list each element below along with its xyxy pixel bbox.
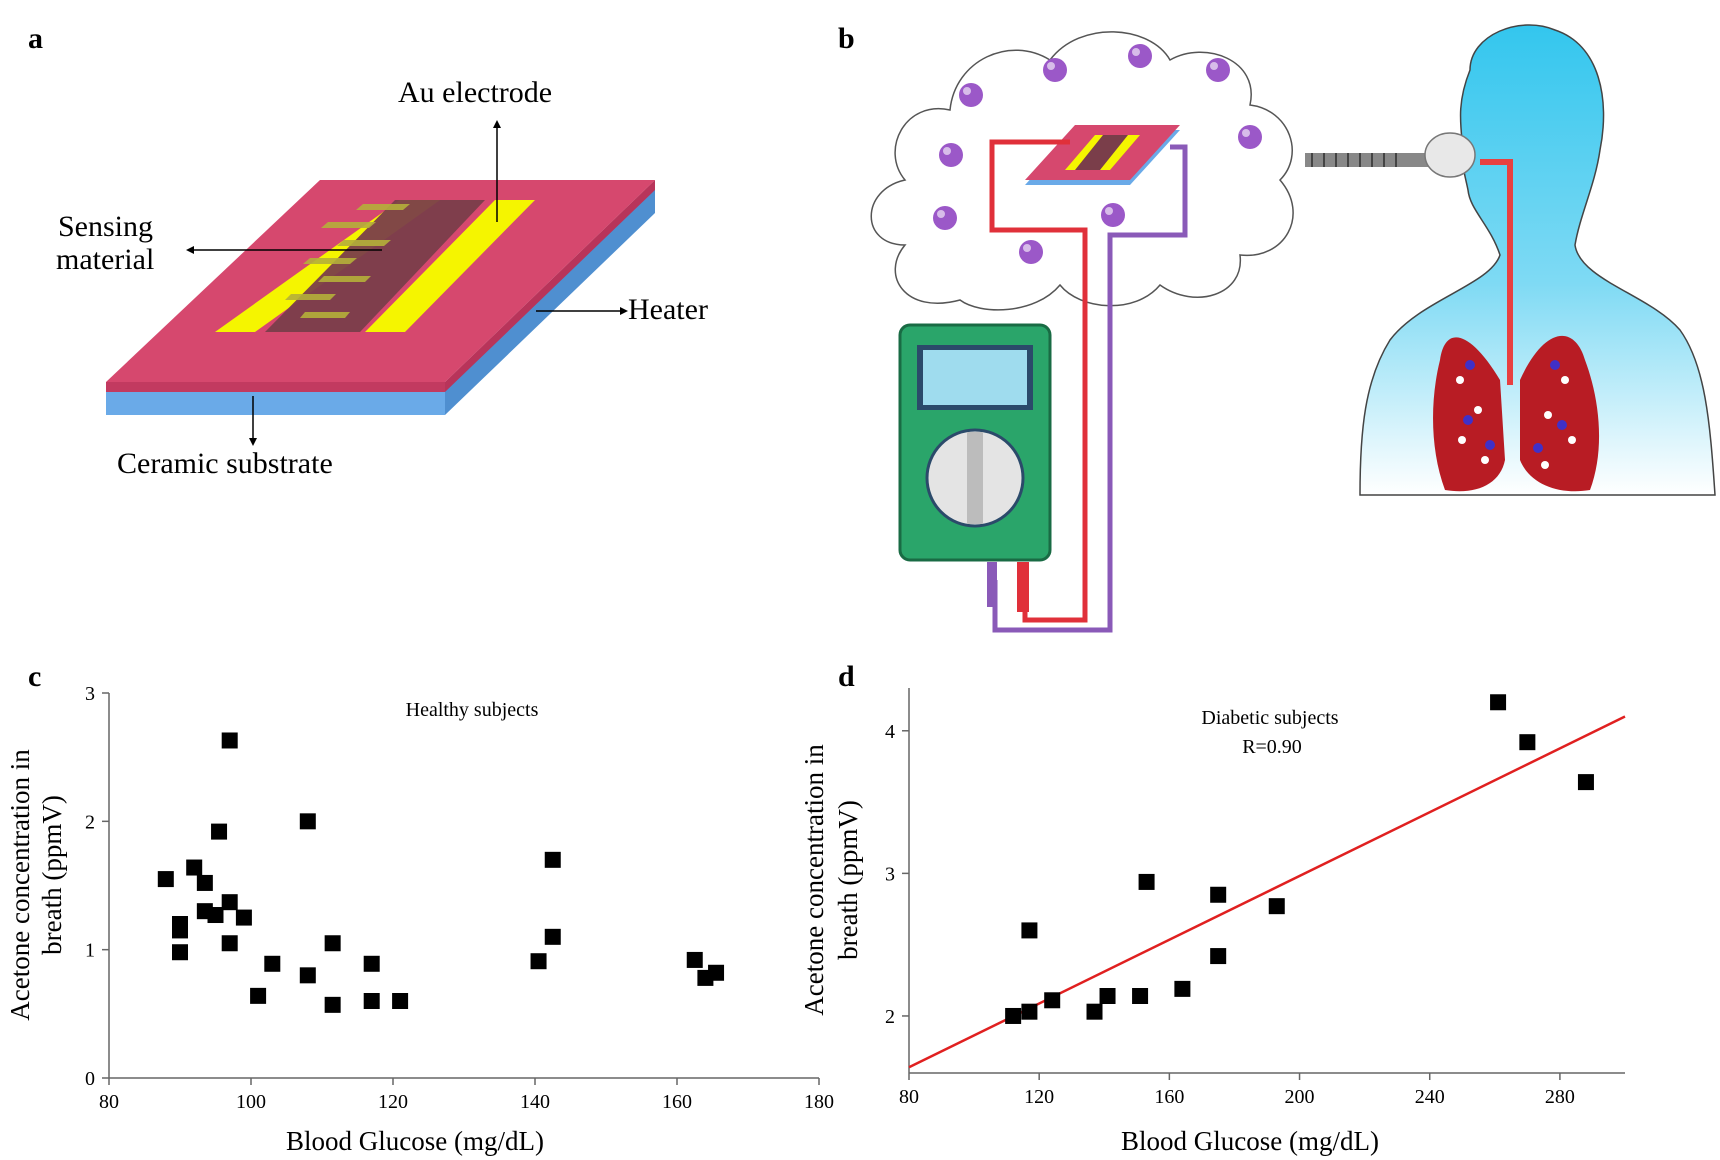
chart-c-data-point <box>221 894 238 911</box>
chart-d-data-point <box>1044 992 1061 1009</box>
chart-c-data-point <box>363 993 380 1009</box>
label-heater: Heater <box>628 293 708 326</box>
chart-c-ylabel-1: Acetone concentration in <box>5 749 35 1021</box>
chart-d-data-point <box>1132 988 1149 1004</box>
chart-d-data-point <box>1174 980 1191 997</box>
chart-c-data-point <box>392 993 409 1009</box>
chart-d-y-tick-label: 4 <box>885 721 895 743</box>
chart-c-data-point <box>211 823 228 840</box>
panel-b-letter: b <box>838 22 855 55</box>
label-sensing-material-1: Sensing <box>58 210 154 243</box>
chart-c-data-point <box>363 955 380 972</box>
chart-c-ylabel-2: breath (ppmV) <box>37 795 67 955</box>
chart-d-ylabel-2: breath (ppmV) <box>833 800 863 960</box>
chart-d-x-tick-label: 240 <box>1415 1086 1445 1108</box>
chart-c-data-point <box>544 928 561 945</box>
chart-c-xlabel: Blood Glucose (mg/dL) <box>286 1126 544 1156</box>
chart-d-y-tick-label: 3 <box>885 863 895 885</box>
chart-d-title: Diabetic subjects <box>1201 707 1338 729</box>
trachea <box>1480 159 1513 385</box>
chart-c-y-tick-label: 2 <box>85 811 95 833</box>
lungs <box>1433 335 1600 492</box>
chart-c-data-point <box>530 953 547 970</box>
chart-c-data-point <box>207 907 224 924</box>
chart-d-subtitle: R=0.90 <box>1242 736 1302 758</box>
chart-c-x-tick-label: 140 <box>520 1091 550 1113</box>
chart-d-data-point <box>1490 694 1507 711</box>
chart-c-data-point <box>686 951 703 968</box>
gas-molecules <box>933 44 1262 264</box>
chart-d-data-point <box>1005 1007 1022 1024</box>
chart-d-x-tick-label: 120 <box>1024 1086 1054 1108</box>
chart-c-x-tick-label: 180 <box>804 1091 834 1113</box>
chart-d-x-tick-label: 200 <box>1285 1086 1315 1108</box>
chart-d-data-point <box>1086 1003 1103 1020</box>
chart-c-y-tick-label: 0 <box>85 1068 95 1090</box>
chart-c-data-point <box>157 871 174 888</box>
multimeter <box>898 323 1052 612</box>
panel-a-letter: a <box>28 22 43 55</box>
chart-c-data-point <box>221 935 238 952</box>
chart-d-x-tick-label: 80 <box>899 1086 919 1108</box>
chart-d-data-point <box>1519 734 1536 751</box>
chart-c-x-tick-label: 120 <box>378 1091 408 1113</box>
chart-d-x-tick-label: 160 <box>1154 1086 1184 1108</box>
chart-c-data-point <box>186 859 203 876</box>
chart-d-x-tick-label: 280 <box>1545 1086 1575 1108</box>
chart-c-data-point <box>235 909 252 926</box>
chart-c-x-tick-label: 100 <box>236 1091 266 1113</box>
chart-d-data-point <box>1577 774 1594 791</box>
chart-d-data-point <box>1268 898 1285 915</box>
chart-d-data-point <box>1099 988 1116 1004</box>
chart-c-data-point <box>172 944 188 961</box>
chart-c-y-tick-label: 3 <box>85 683 95 705</box>
chart-c-y-tick-label: 1 <box>85 940 95 962</box>
chart-d-data-point <box>1138 873 1155 890</box>
chart-c-data-point <box>544 851 561 868</box>
chart-c-data-point <box>299 967 316 984</box>
chart-c-title: Healthy subjects <box>406 699 539 721</box>
chart-c-data-point <box>172 922 188 939</box>
chart-d-data-point <box>1021 1003 1038 1020</box>
chart-d-data-point <box>1021 922 1038 939</box>
chart-c-data-point <box>221 732 238 749</box>
chart-c-data-point <box>324 996 341 1013</box>
label-sensing-material-2: material <box>56 243 155 276</box>
purple-wire <box>992 144 1188 633</box>
red-wire <box>989 139 1088 623</box>
label-au-electrode: Au electrode <box>398 76 553 109</box>
panel-d-letter: d <box>838 660 855 693</box>
label-ceramic-substrate: Ceramic substrate <box>117 447 333 480</box>
chart-c-data-point <box>264 955 281 972</box>
chart-c-data-point <box>250 987 267 1004</box>
panel-c-letter: c <box>28 660 42 693</box>
chart-c-data-point <box>299 813 316 830</box>
chart-d-xlabel: Blood Glucose (mg/dL) <box>1121 1126 1379 1156</box>
electrode-right <box>365 200 535 332</box>
chart-c-data-point <box>324 935 341 952</box>
chart-c-data-point <box>708 964 725 981</box>
chart-d-data-point <box>1210 948 1227 965</box>
chart-c-x-tick-label: 160 <box>662 1091 692 1113</box>
chart-c-x-tick-label: 80 <box>99 1091 119 1113</box>
chart-d-ylabel-1: Acetone concentration in <box>799 744 829 1016</box>
breathing-mask <box>1424 132 1476 178</box>
chart-d-y-tick-label: 2 <box>885 1006 895 1028</box>
chart-d-data-point <box>1210 886 1227 903</box>
chart-c-data-point <box>196 874 213 891</box>
